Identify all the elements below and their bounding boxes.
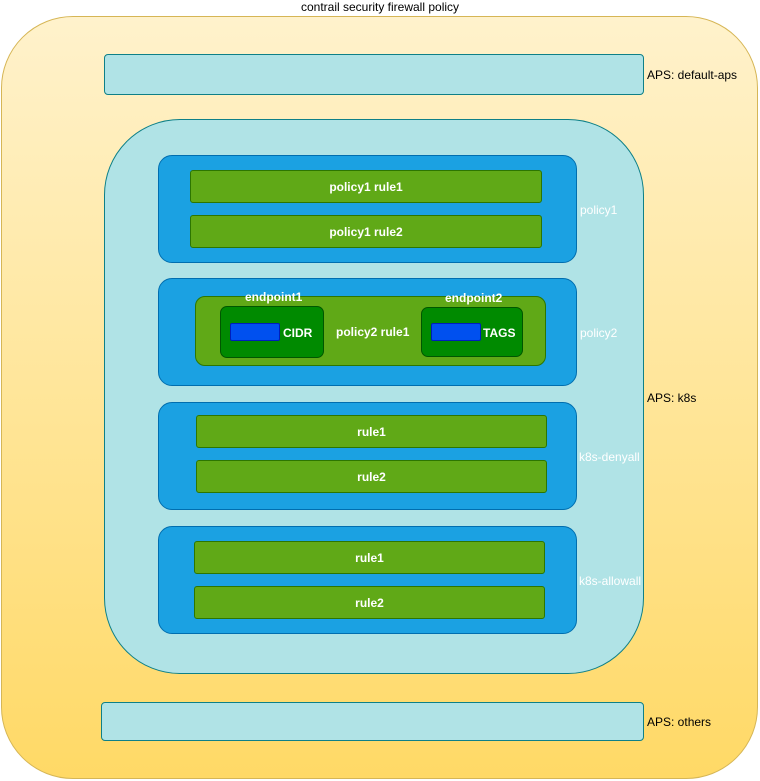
policy2-rule1-label: policy2 rule1 (336, 325, 410, 339)
endpoint2-chip-icon (431, 323, 481, 341)
endpoint1-chip-icon (230, 323, 280, 341)
endpoint2-type: TAGS (483, 326, 516, 340)
k8s-denyall-rule1: rule1 (196, 415, 547, 448)
aps-others-box (101, 702, 644, 741)
k8s-denyall-label: k8s-denyall (579, 450, 640, 464)
aps-default-label: APS: default-aps (647, 68, 738, 82)
k8s-allowall-rule2: rule2 (194, 586, 545, 619)
aps-others-label: APS: others (647, 715, 712, 729)
endpoint2-label: endpoint2 (445, 291, 503, 305)
k8s-allowall-rule1: rule1 (194, 541, 545, 574)
policy2-label: policy2 (580, 326, 618, 340)
policy1-rule1: policy1 rule1 (190, 170, 542, 203)
endpoint1-type: CIDR (283, 326, 313, 340)
diagram-title: contrail security firewall policy (300, 0, 460, 14)
k8s-denyall-rule2: rule2 (196, 460, 547, 493)
policy1-label: policy1 (580, 203, 618, 217)
aps-default-box (104, 54, 644, 95)
k8s-allowall-label: k8s-allowall (579, 574, 642, 588)
policy1-rule2: policy1 rule2 (190, 215, 542, 248)
aps-k8s-label: APS: k8s (647, 391, 697, 405)
endpoint1-label: endpoint1 (245, 290, 303, 304)
